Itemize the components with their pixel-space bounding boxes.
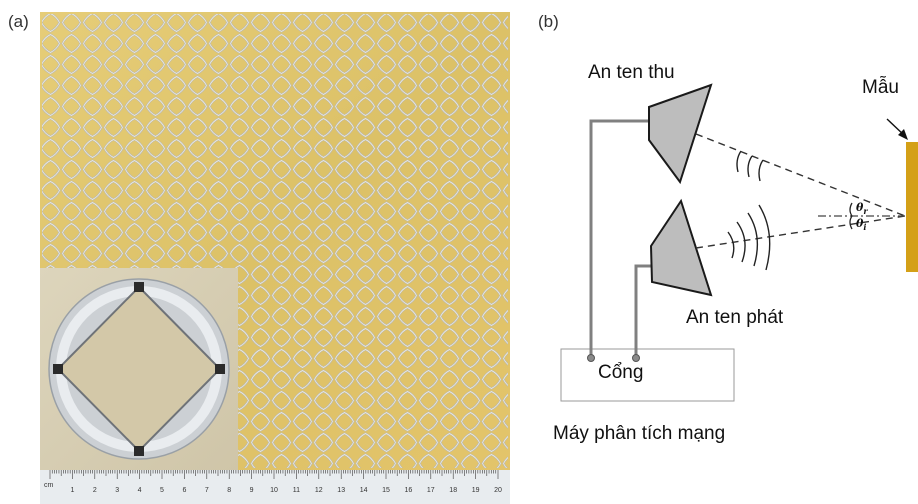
theta-i-label: θi: [856, 217, 867, 233]
ruler-tick-label: 13: [337, 487, 345, 494]
reflected-beam: [695, 133, 906, 217]
receive-antenna-label: An ten thu: [588, 62, 675, 83]
ruler-tick-label: 6: [182, 487, 186, 494]
receive-antenna: [648, 83, 713, 185]
ruler-tick-label: 8: [227, 487, 231, 494]
ruler-tick-label: 9: [250, 487, 254, 494]
ruler-tick-label: 1: [70, 487, 74, 494]
ruler-tick-label: 19: [472, 487, 480, 494]
receive-cable: [589, 119, 649, 358]
network-analyzer-box: [560, 348, 735, 402]
port-label: Cổng: [598, 362, 644, 383]
ruler-unit: cm: [44, 482, 54, 489]
ruler-tick-label: 3: [115, 487, 119, 494]
incident-beam: [695, 215, 906, 249]
theta-i-arc: [849, 215, 853, 230]
ruler-tick-label: 15: [382, 487, 390, 494]
panel-a-label: (a): [8, 12, 29, 31]
ruler-tick-label: 7: [205, 487, 209, 494]
transmit-antenna: [649, 198, 713, 297]
ruler-tick-label: 14: [360, 487, 368, 494]
ruler-tick-label: 2: [93, 487, 97, 494]
theta-r-label: θr: [856, 201, 868, 217]
transmit-antenna-label: An ten phát: [686, 307, 784, 328]
sample-label: Mẫu: [862, 77, 899, 98]
sample-plate: [906, 142, 918, 272]
incident-wave-arcs: [727, 204, 771, 271]
port-2: [632, 354, 640, 362]
panel-b-label: (b): [538, 12, 559, 31]
reflected-wave-arcs: [736, 150, 764, 182]
ruler-tick-label: 20: [494, 487, 502, 494]
ruler-tick-label: 16: [405, 487, 413, 494]
network-analyzer-label: Máy phân tích mạng: [553, 423, 726, 444]
ruler-tick-label: 18: [449, 487, 457, 494]
ruler-tick-label: 12: [315, 487, 323, 494]
ruler-tick-label: 5: [160, 487, 164, 494]
ruler-tick-label: 4: [138, 487, 142, 494]
ruler-tick-label: 10: [270, 487, 278, 494]
ruler-tick-label: 17: [427, 487, 435, 494]
theta-r-arc: [849, 202, 853, 217]
ruler-tick-label: 11: [293, 487, 300, 494]
port-1: [587, 354, 595, 362]
unit-cell-inset: [40, 268, 238, 470]
transmit-cable: [634, 264, 652, 358]
